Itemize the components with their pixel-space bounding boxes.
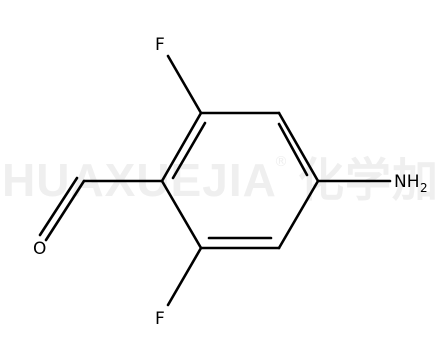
bond-c2-fluorine: [166, 54, 203, 115]
bonds: [38, 54, 392, 307]
atom-amine: NH: [394, 172, 420, 192]
atom-labels: F F O NH 2: [33, 35, 428, 329]
ring-bond-c1-c2: [160, 111, 203, 183]
ring-double-bond-inner-c3-c4: [277, 122, 309, 177]
bond-aldehyde-co-1: [44, 179, 86, 242]
ring-double-bond-inner-c1-c2: [171, 121, 207, 180]
ring-bond-c3-c4: [277, 111, 320, 183]
ring-bond-c4-c5: [277, 179, 320, 250]
atom-fluorine-bottom: F: [155, 309, 165, 329]
atom-oxygen: O: [33, 239, 46, 259]
watermark-registered-mark: ®: [274, 154, 288, 170]
atom-amine-subscript: 2: [420, 181, 428, 195]
bond-c6-fluorine: [166, 246, 203, 307]
atom-fluorine-top: F: [155, 35, 165, 55]
bond-aldehyde-co-2: [38, 176, 79, 237]
ring-bond-c6-c1: [160, 179, 203, 250]
